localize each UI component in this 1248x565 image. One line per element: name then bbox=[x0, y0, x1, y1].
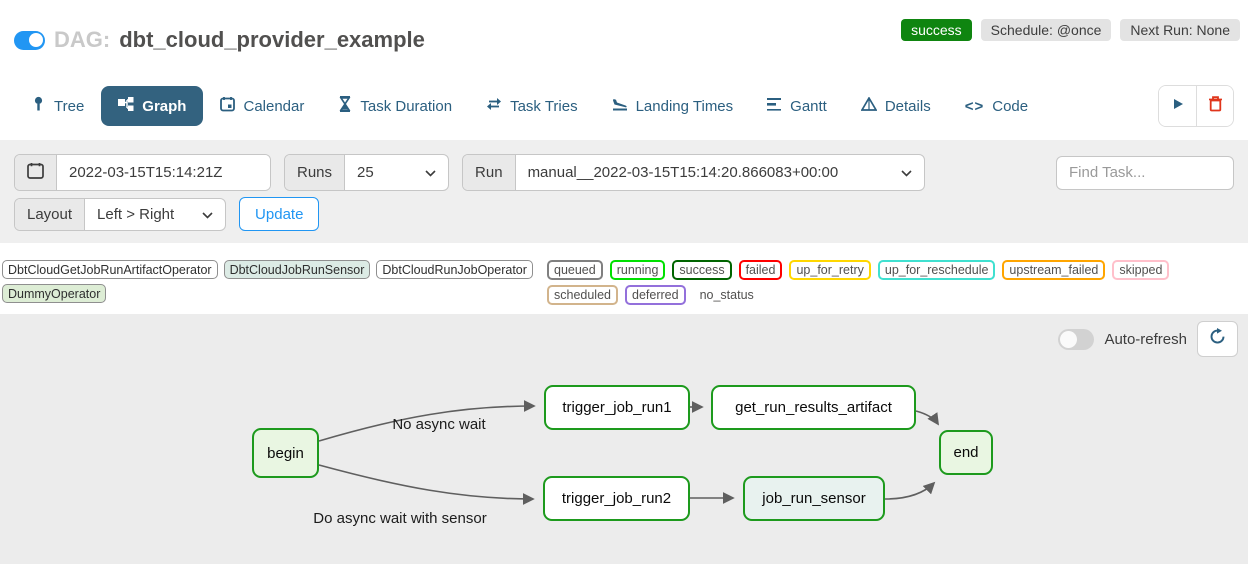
edge-label: No async wait bbox=[392, 416, 486, 433]
toggle-knob bbox=[1060, 330, 1078, 348]
status-legend-badge[interactable]: skipped bbox=[1112, 260, 1170, 280]
tab-landing-times[interactable]: Landing Times bbox=[595, 86, 751, 126]
operator-badge: DummyOperator bbox=[2, 284, 107, 303]
runs-select[interactable]: 25 bbox=[345, 155, 448, 190]
execution-date-group bbox=[14, 154, 271, 191]
plane-landing-icon bbox=[612, 97, 628, 116]
run-group: Run manual__2022-03-15T15:14:20.866083+0… bbox=[462, 154, 925, 191]
run-label: Run bbox=[463, 155, 516, 190]
status-legend-badge[interactable]: failed bbox=[738, 260, 783, 280]
delete-dag-button[interactable] bbox=[1196, 86, 1233, 126]
auto-refresh-toggle[interactable] bbox=[1058, 328, 1095, 350]
status-legend-badge[interactable]: running bbox=[609, 260, 666, 280]
triangle-icon bbox=[860, 96, 878, 115]
task-node-job-run-sensor[interactable]: job_run_sensor bbox=[743, 476, 885, 521]
update-button[interactable]: Update bbox=[239, 197, 320, 231]
tab-task-duration[interactable]: Task Duration bbox=[321, 86, 469, 126]
auto-refresh-label: Auto-refresh bbox=[1104, 330, 1187, 348]
run-select[interactable]: manual__2022-03-15T15:14:20.866083+00:00 bbox=[516, 155, 924, 190]
code-icon: <> bbox=[964, 97, 985, 115]
layout-select[interactable]: Left > Right bbox=[85, 199, 225, 230]
layout-label: Layout bbox=[15, 198, 86, 230]
find-task-input[interactable] bbox=[1056, 155, 1234, 190]
task-node-get-run-results-artifact[interactable]: get_run_results_artifact bbox=[711, 385, 916, 430]
operator-legend: DbtCloudGetJobRunArtifactOperator DbtClo… bbox=[2, 260, 547, 303]
status-legend-badge[interactable]: success bbox=[672, 260, 732, 280]
status-legend-badge[interactable]: up_for_reschedule bbox=[877, 260, 996, 280]
edge-label: Do async wait with sensor bbox=[313, 510, 487, 527]
dag-title: dbt_cloud_provider_example bbox=[119, 27, 425, 52]
runs-group: Runs 25 bbox=[284, 154, 450, 191]
filter-bar: Runs 25 Run manual__2022-03-15T15:14:20.… bbox=[0, 140, 1248, 243]
tab-graph[interactable]: Graph bbox=[101, 86, 204, 126]
status-legend-badge[interactable]: deferred bbox=[625, 285, 686, 305]
view-tabbar: Tree Graph Calendar Task Duration Task T… bbox=[14, 85, 1234, 127]
toggle-knob bbox=[28, 33, 43, 47]
graph-icon bbox=[118, 96, 134, 116]
refresh-button[interactable] bbox=[1197, 321, 1238, 357]
operator-badge: DbtCloudGetJobRunArtifactOperator bbox=[2, 260, 218, 279]
dag-prefix: DAG: bbox=[54, 27, 111, 52]
tree-icon bbox=[31, 96, 46, 116]
chevron-down-icon bbox=[425, 164, 436, 181]
gantt-icon bbox=[767, 97, 782, 115]
status-legend: queued running success failed up_for_ret… bbox=[547, 260, 1246, 305]
layout-group: Layout Left > Right bbox=[14, 197, 227, 231]
status-legend-badge[interactable]: scheduled bbox=[547, 285, 618, 305]
dag-pause-toggle[interactable] bbox=[14, 30, 45, 50]
tab-gantt[interactable]: Gantt bbox=[750, 86, 844, 126]
calendar-icon bbox=[27, 162, 44, 183]
schedule-badge: Schedule: @once bbox=[980, 19, 1112, 41]
task-node-begin[interactable]: begin bbox=[252, 428, 319, 478]
status-legend-badge[interactable]: upstream_failed bbox=[1002, 260, 1106, 280]
refresh-icon bbox=[1209, 328, 1226, 350]
dag-edges bbox=[318, 400, 939, 505]
operator-badge: DbtCloudJobRunSensor bbox=[223, 260, 371, 279]
trash-icon bbox=[1208, 95, 1223, 117]
dag-header: DAG: dbt_cloud_provider_example success … bbox=[0, 0, 1248, 62]
dag-actions bbox=[1158, 85, 1234, 127]
task-node-trigger-job-run1[interactable]: trigger_job_run1 bbox=[544, 385, 690, 430]
status-legend-badge[interactable]: queued bbox=[547, 260, 603, 280]
tab-details[interactable]: Details bbox=[844, 86, 948, 126]
status-legend-badge[interactable]: up_for_retry bbox=[789, 260, 871, 280]
hourglass-icon bbox=[338, 96, 352, 116]
status-legend-badge[interactable]: no_status bbox=[692, 285, 761, 305]
chevron-down-icon bbox=[900, 164, 912, 181]
calendar-icon bbox=[220, 96, 236, 116]
legend: DbtCloudGetJobRunArtifactOperator DbtClo… bbox=[0, 243, 1248, 305]
dag-graph-canvas[interactable]: No async wait Do async wait with sensor … bbox=[0, 314, 1248, 564]
play-icon bbox=[1171, 97, 1185, 116]
chevron-down-icon bbox=[202, 206, 213, 223]
task-node-trigger-job-run2[interactable]: trigger_job_run2 bbox=[543, 476, 690, 521]
task-node-end[interactable]: end bbox=[939, 430, 993, 475]
tab-code[interactable]: <> Code bbox=[964, 97, 1029, 115]
execution-date-input[interactable] bbox=[57, 155, 270, 190]
repeat-icon bbox=[486, 97, 502, 115]
tab-calendar[interactable]: Calendar bbox=[203, 86, 321, 126]
operator-badge: DbtCloudRunJobOperator bbox=[376, 260, 533, 279]
tab-tree[interactable]: Tree bbox=[14, 86, 101, 126]
calendar-addon[interactable] bbox=[15, 155, 57, 190]
trigger-dag-button[interactable] bbox=[1159, 86, 1196, 126]
next-run-badge: Next Run: None bbox=[1120, 19, 1240, 41]
tab-task-tries[interactable]: Task Tries bbox=[469, 86, 595, 126]
runs-label: Runs bbox=[285, 155, 346, 190]
status-badge[interactable]: success bbox=[901, 19, 972, 41]
